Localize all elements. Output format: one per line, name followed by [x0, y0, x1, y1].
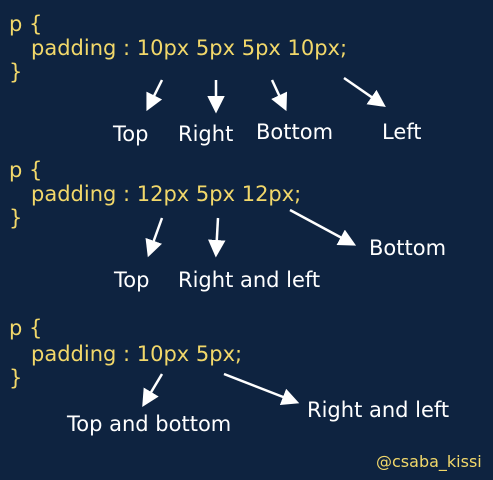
block3-arrow-right-and-left — [223, 372, 300, 406]
block1-label-top: Top — [113, 122, 149, 146]
block2-selector-close: } — [9, 206, 23, 230]
block2-arrow-bottom — [289, 208, 357, 246]
block2-padding-declaration: padding : 12px 5px 12px; — [31, 182, 302, 206]
block3-padding-declaration: padding : 10px 5px; — [31, 342, 243, 366]
block1-selector-close: } — [9, 60, 23, 84]
block3-selector-close: } — [9, 366, 23, 390]
block1-arrow-bottom — [270, 79, 288, 112]
block3-label-top-and-bottom: Top and bottom — [67, 412, 232, 436]
block1-label-right: Right — [178, 122, 234, 146]
block1-label-left: Left — [382, 120, 422, 144]
block2-arrow-top — [145, 217, 164, 258]
block2-selector-open: p { — [9, 158, 43, 182]
author-credit: @csaba_kissi — [376, 452, 482, 471]
block2-label-top: Top — [114, 268, 150, 292]
block1-label-bottom: Bottom — [256, 120, 334, 144]
block1-arrow-left — [343, 76, 386, 107]
block2-arrow-right-and-left — [208, 217, 226, 258]
block2-label-bottom: Bottom — [369, 236, 447, 260]
block2-label-right-and-left: Right and left — [178, 268, 321, 292]
block3-label-right-and-left: Right and left — [307, 398, 450, 422]
block1-arrow-top — [146, 79, 164, 112]
block1-padding-declaration: padding : 10px 5px 5px 10px; — [31, 36, 348, 60]
block3-selector-open: p { — [9, 316, 43, 340]
block3-arrow-top-and-bottom — [142, 373, 164, 408]
block1-selector-open: p { — [9, 12, 43, 36]
